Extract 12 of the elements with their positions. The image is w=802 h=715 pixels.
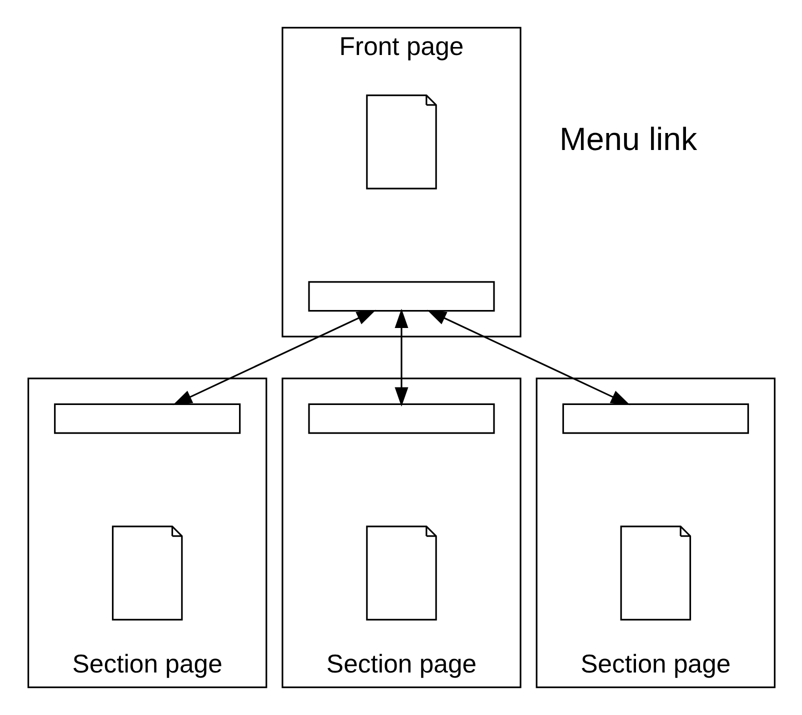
cluster: Front page bbox=[281, 26, 521, 338]
cluster: Section page bbox=[27, 378, 267, 688]
arrow bbox=[172, 310, 376, 406]
node-bar bbox=[54, 403, 240, 434]
cluster: Section page bbox=[281, 378, 521, 688]
label: Menu link bbox=[559, 120, 697, 157]
cluster: Section page bbox=[535, 378, 775, 688]
node-bar bbox=[562, 403, 748, 434]
arrow bbox=[426, 310, 630, 406]
node-bar bbox=[308, 281, 494, 312]
arrow bbox=[394, 308, 408, 407]
node-bar bbox=[308, 403, 494, 434]
